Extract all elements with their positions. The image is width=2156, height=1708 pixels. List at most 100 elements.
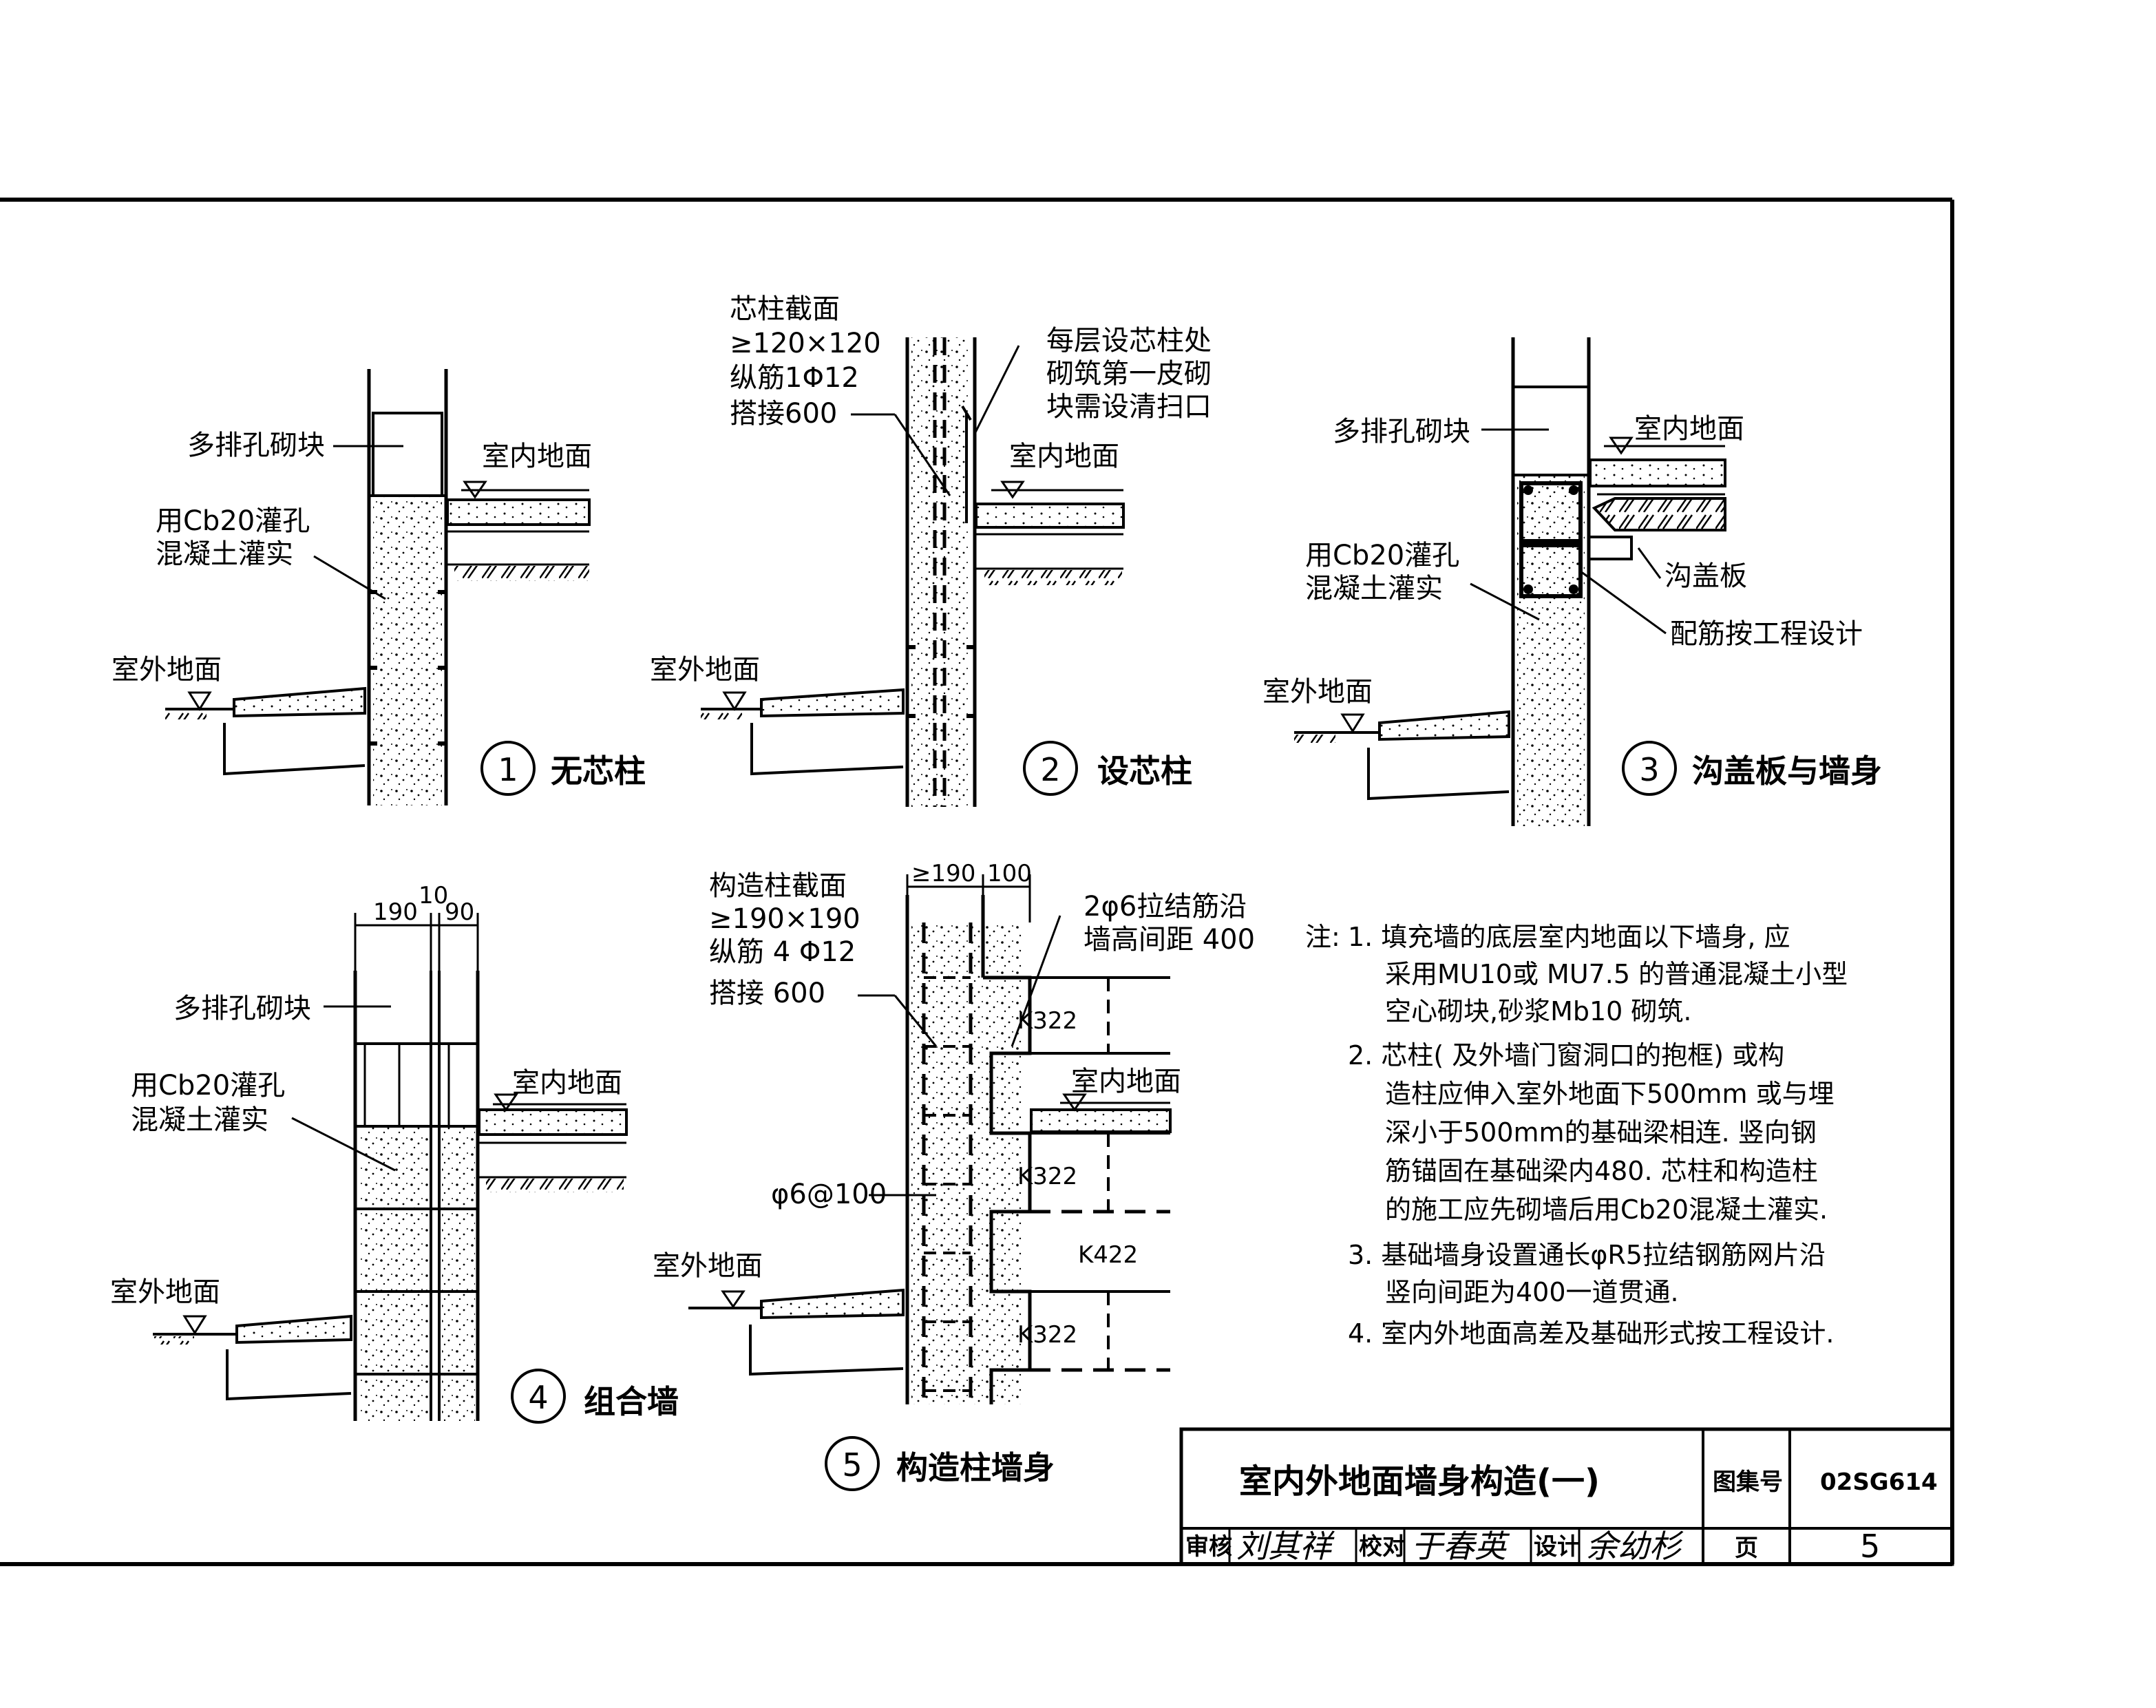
outdoor-apron-1 [165, 686, 366, 776]
label-k422: K422 [1078, 1241, 1138, 1269]
notes-block: 注: 1. 填充墙的底层室内地面以下墙身, 应 采用MU10或 MU7.5 的普… [1305, 922, 1848, 1349]
label-grout-3a: 用Cb20灌孔 [1305, 540, 1459, 571]
detail-2: 芯柱截面 ≥120×120 纵筋1Φ12 搭接600 每层设芯柱处 砌筑第一皮砌… [650, 293, 1212, 807]
trench-cover-3 [1589, 458, 1726, 560]
detail-number-circle-2 [1023, 741, 1078, 796]
page-number: 5 [1860, 1528, 1880, 1565]
note-2-line-3: 深小于500mm的基础梁相连. 竖向钢 [1385, 1117, 1817, 1148]
title-block: 室内外地面墙身构造(一) 图集号 02SG614 页 5 审核 刘其祥 校对 于… [1179, 1427, 1954, 1566]
label-col-section-4: 搭接 600 [709, 978, 825, 1009]
dim-10: 10 [419, 882, 448, 909]
detail-number-3: 3 [1639, 751, 1659, 788]
atlas-number-label: 图集号 [1713, 1468, 1783, 1496]
label-indoor-floor-3: 室内地面 [1634, 413, 1744, 445]
wall-2 [905, 337, 977, 807]
detail-caption-4: 4 组合墙 [511, 1369, 679, 1424]
label-core-note-2: 砌筑第一皮砌 [1046, 358, 1212, 390]
label-core-section-2: ≥120×120 [730, 328, 881, 359]
label-col-section-1: 构造柱截面 [709, 870, 847, 902]
label-outdoor-ground-5: 室外地面 [653, 1250, 763, 1282]
wall-4 [353, 971, 480, 1421]
note-3-line-2: 竖向间距为400一道贯通. [1385, 1277, 1679, 1307]
leaders-4 [291, 1005, 626, 1172]
leaders-2 [851, 345, 1123, 499]
detail-title-1: 无芯柱 [551, 752, 646, 790]
label-indoor-floor-5: 室内地面 [1071, 1066, 1181, 1097]
detail-title-4: 组合墙 [584, 1383, 679, 1420]
check-label: 校对 [1359, 1533, 1406, 1561]
indoor-slab-5 [1030, 1093, 1172, 1133]
label-core-section-3: 纵筋1Φ12 [730, 362, 859, 394]
outdoor-apron-3 [1294, 710, 1510, 801]
detail-number-1: 1 [498, 751, 518, 788]
detail-number-circle-3 [1622, 741, 1677, 796]
block-wall-5 [983, 976, 1170, 1404]
label-k322-c: K322 [1017, 1321, 1077, 1349]
label-porous-block-4: 多排孔砌块 [173, 993, 311, 1024]
label-k322-b: K322 [1017, 1163, 1077, 1190]
outdoor-apron-5 [688, 1288, 905, 1376]
note-1-line-2: 采用MU10或 MU7.5 的普通混凝土小型 [1385, 959, 1848, 989]
note-4-line-1: 4. 室内外地面高差及基础形式按工程设计. [1348, 1318, 1834, 1349]
label-outdoor-ground-4: 室外地面 [110, 1276, 220, 1308]
detail-number-4: 4 [528, 1379, 548, 1416]
column-5 [905, 895, 1022, 1404]
review-label: 审核 [1185, 1533, 1232, 1561]
note-1-line-3: 空心砌块,砂浆Mb10 砌筑. [1385, 996, 1692, 1026]
design-signature: 余幼杉 [1586, 1528, 1684, 1565]
notes-head: 注: [1305, 922, 1340, 952]
label-core-section-1: 芯柱截面 [730, 293, 840, 325]
label-grout-4b: 混凝土灌实 [131, 1104, 268, 1136]
indoor-slab-1 [446, 498, 591, 581]
label-core-note-3: 块需设清扫口 [1046, 391, 1212, 423]
label-tie-bar-1: 2φ6拉结筋沿 [1084, 891, 1247, 922]
label-outdoor-ground-1: 室外地面 [112, 654, 222, 686]
note-2-line-1: 2. 芯柱( 及外墙门窗洞口的抱框) 或构 [1348, 1040, 1784, 1071]
label-porous-block-1: 多排孔砌块 [187, 430, 325, 461]
label-trench-cover: 沟盖板 [1664, 560, 1747, 592]
page-label: 页 [1735, 1535, 1758, 1562]
label-outdoor-ground-2: 室外地面 [650, 654, 760, 686]
detail-caption-2: 2 设芯柱 [1023, 741, 1192, 796]
detail-caption-3: 3 沟盖板与墙身 [1622, 741, 1882, 796]
leaders-5 [858, 915, 1061, 1196]
review-signature: 刘其祥 [1236, 1528, 1335, 1565]
label-core-note-1: 每层设芯柱处 [1046, 325, 1212, 357]
label-grout-4a: 用Cb20灌孔 [131, 1070, 285, 1101]
label-tie-bar-2: 墙高间距 400 [1084, 924, 1255, 956]
indoor-slab-4 [478, 1108, 628, 1192]
detail-caption-1: 1 无芯柱 [480, 741, 646, 796]
detail-number-circle-5 [825, 1436, 880, 1491]
note-1-line-1: 1. 填充墙的底层室内地面以下墙身, 应 [1348, 922, 1790, 952]
label-indoor-floor-4: 室内地面 [512, 1067, 622, 1099]
wall-3 [1511, 337, 1591, 826]
label-k322-a: K322 [1017, 1007, 1077, 1035]
detail-3: 多排孔砌块 室内地面 沟盖板 配筋按工程设计 用Cb20灌孔 混凝土灌实 室外地… [1262, 337, 1882, 826]
wall-1 [367, 369, 448, 805]
note-2-line-5: 的施工应先砌墙后用Cb20混凝土灌实. [1385, 1194, 1828, 1225]
note-2-line-2: 造柱应伸入室外地面下500mm 或与埋 [1385, 1079, 1835, 1109]
detail-number-circle-1 [480, 741, 536, 796]
label-grout-3b: 混凝土灌实 [1305, 573, 1443, 604]
indoor-slab-2 [975, 503, 1125, 585]
design-label: 设计 [1534, 1533, 1581, 1561]
detail-4: 190 10 90 [110, 882, 679, 1424]
label-col-section-2: ≥190×190 [709, 903, 860, 935]
label-indoor-floor-2: 室内地面 [1009, 441, 1119, 472]
detail-title-3: 沟盖板与墙身 [1692, 752, 1882, 790]
detail-5: ≥190 100 [653, 860, 1255, 1491]
outdoor-apron-4 [153, 1314, 352, 1401]
atlas-number: 02SG614 [1820, 1468, 1938, 1496]
label-outdoor-ground-3: 室外地面 [1262, 676, 1373, 708]
dim-100: 100 [987, 860, 1032, 887]
label-indoor-floor-1: 室内地面 [482, 441, 592, 472]
detail-title-5: 构造柱墙身 [896, 1449, 1055, 1486]
outdoor-apron-2 [701, 688, 905, 776]
detail-1: 多排孔砌块 室内地面 用Cb20灌孔 混凝土灌实 室外地面 1 无芯柱 [112, 369, 646, 805]
note-2-line-4: 筋锚固在基础梁内480. 芯柱和构造柱 [1385, 1156, 1818, 1186]
label-grout-1b: 混凝土灌实 [156, 538, 293, 570]
label-stirrup: φ6@100 [771, 1179, 887, 1210]
detail-title-2: 设芯柱 [1097, 752, 1192, 790]
label-core-section-4: 搭接600 [730, 398, 837, 430]
